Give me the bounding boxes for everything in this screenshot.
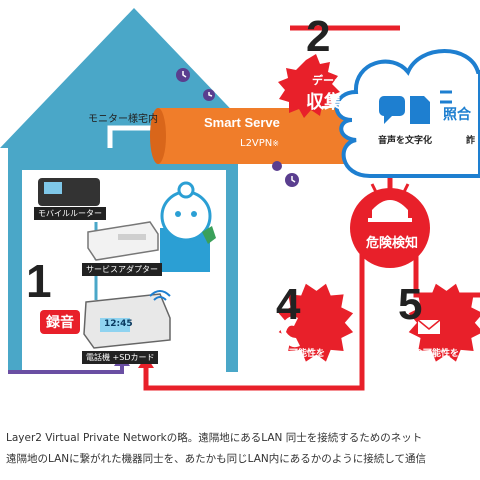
smart-serve-tunnel [150, 108, 370, 164]
mobile-router-icon [38, 178, 100, 206]
step4-number: 4 [276, 280, 301, 329]
speech-bubble-icon [379, 96, 405, 124]
step2-label-line2: 収集 [306, 92, 342, 113]
step5-line1: 詐欺の可能性を [396, 349, 460, 359]
monitor-label: モニター様宅内 [88, 114, 158, 125]
cloud-item-fraud: 詐 [466, 136, 476, 146]
alert-badge [350, 188, 430, 268]
clock-icon [176, 68, 190, 82]
clock-icon [272, 161, 282, 171]
wire-white [107, 125, 158, 148]
step5-number: 5 [398, 280, 423, 329]
phone-handset-icon [280, 316, 300, 348]
cloud-item-transcribe: 音声を文字化 [378, 136, 433, 146]
step1-label: 録音 [40, 310, 80, 334]
clock-icon [203, 89, 215, 101]
phone-sd-label: 電話機 +SDカード [82, 351, 159, 364]
cloud [334, 49, 480, 178]
alert-label: 危険検知 [366, 236, 419, 251]
siren-icon [370, 180, 410, 193]
cloud-item-match: 照合 [443, 107, 471, 123]
step2-number: 2 [306, 12, 331, 61]
step5-line2: メール通知 [396, 362, 457, 376]
service-diagram [0, 8, 480, 391]
document-icon [410, 96, 430, 124]
clock-icon [285, 173, 299, 187]
wire-red [143, 230, 365, 391]
elderly-woman-icon [160, 181, 212, 272]
service-adapter-icon [87, 221, 159, 261]
tunnel-brand: Smart Serve [204, 115, 280, 130]
service-adapter-label: サービスアダプター [82, 263, 162, 276]
footnote-line1: Layer2 Virtual Private Networkの略。遠隔地にあるL… [6, 432, 423, 444]
step1-number: 1 [26, 255, 52, 307]
handset-icon [202, 226, 216, 244]
envelope-icon [417, 319, 441, 334]
phone-icon [83, 293, 171, 349]
footnote: Layer2 Virtual Private Networkの略。遠隔地にあるL… [6, 428, 480, 470]
tunnel-sub-text: L2VPN [240, 138, 273, 149]
step2-badge [278, 54, 340, 118]
step2-label-line1: データ [312, 74, 345, 87]
step5-badge [408, 283, 480, 362]
wifi-icon [149, 290, 171, 301]
mobile-router-label: モバイルルーター [34, 207, 106, 220]
step4-line2: 電話通知 [264, 362, 325, 380]
sync-arrows-icon [440, 90, 452, 104]
tunnel-sub-mark: ※ [272, 139, 279, 148]
footnote-line2: 遠隔地のLANに繋がれた機器同士を、あたかも同じLAN内にあるかのように接続して… [6, 453, 426, 465]
phone-clock: 12:45 [104, 319, 133, 329]
tunnel-sub: L2VPN※ [240, 138, 279, 149]
step4-line1: 詐欺の可能性を [262, 349, 326, 359]
